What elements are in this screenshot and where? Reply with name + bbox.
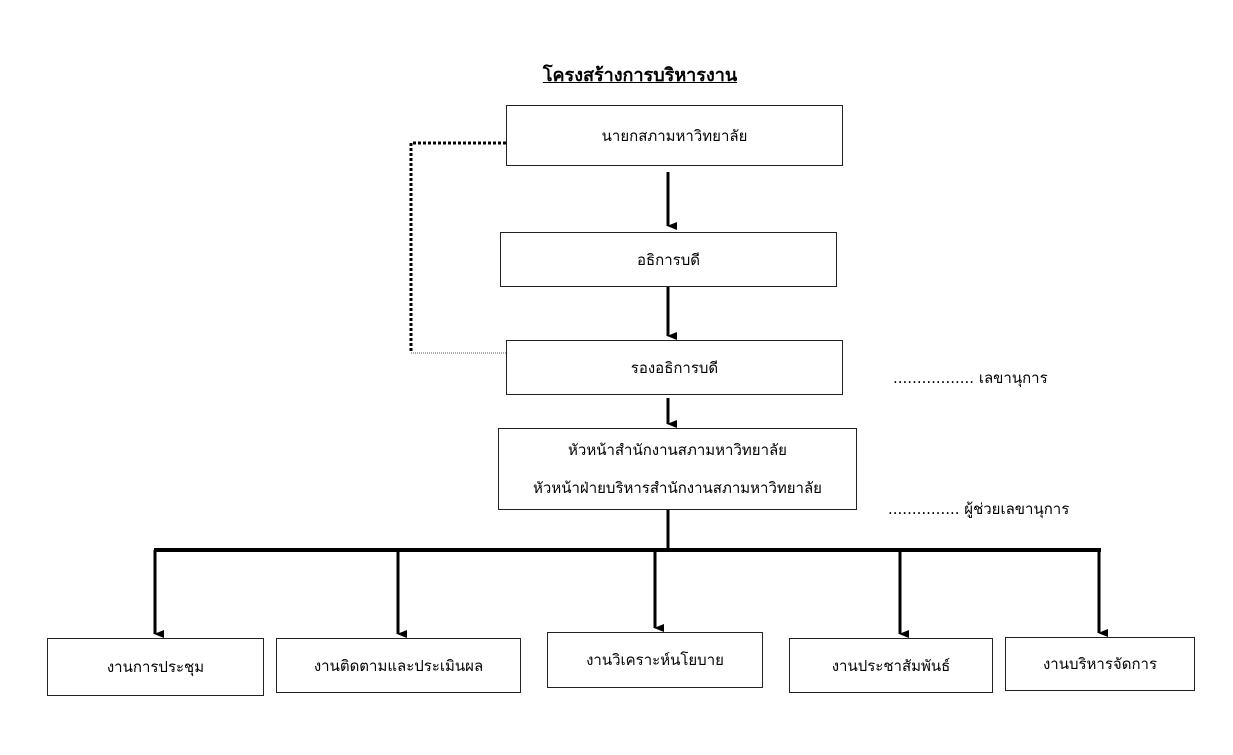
box-rector: อธิการบดี [500, 232, 837, 287]
assistant-secretary-note: ............... ผู้ช่วยเลขานุการ [888, 500, 1070, 518]
box-label: งานติดตามและประเมินผล [313, 656, 484, 675]
secretary-note: ................. เลขานุการ [893, 369, 1048, 387]
box-unit-policy-analysis: งานวิเคราะห์นโยบาย [547, 632, 763, 688]
box-label-line-2: หัวหน้าฝ่ายบริหารสำนักงานสภามหาวิทยาลัย [533, 479, 822, 497]
dotted-advisory-line [409, 141, 506, 353]
box-unit-monitoring: งานติดตามและประเมินผล [276, 638, 521, 693]
box-unit-meeting: งานการประชุม [47, 638, 264, 696]
box-label: งานประชาสัมพันธ์ [831, 656, 951, 675]
box-unit-administration: งานบริหารจัดการ [1005, 637, 1195, 691]
box-label: นายกสภามหาวิทยาลัย [601, 126, 748, 145]
box-label: งานการประชุม [106, 658, 205, 676]
box-label: งานบริหารจัดการ [1042, 655, 1158, 673]
box-label: งานวิเคราะห์นโยบาย [586, 651, 724, 669]
box-president-of-council: นายกสภามหาวิทยาลัย [506, 105, 843, 166]
box-label: รองอธิการบดี [630, 358, 719, 377]
box-vice-rector: รองอธิการบดี [506, 340, 843, 395]
box-unit-public-relations: งานประชาสัมพันธ์ [789, 638, 993, 693]
box-label: อธิการบดี [637, 250, 700, 269]
box-office-head: หัวหน้าสำนักงานสภามหาวิทยาลัย หัวหน้าฝ่า… [498, 428, 857, 510]
box-label-line-1: หัวหน้าสำนักงานสภามหาวิทยาลัย [568, 441, 787, 459]
page-title: โครงสร้างการบริหารงาน [542, 65, 738, 86]
